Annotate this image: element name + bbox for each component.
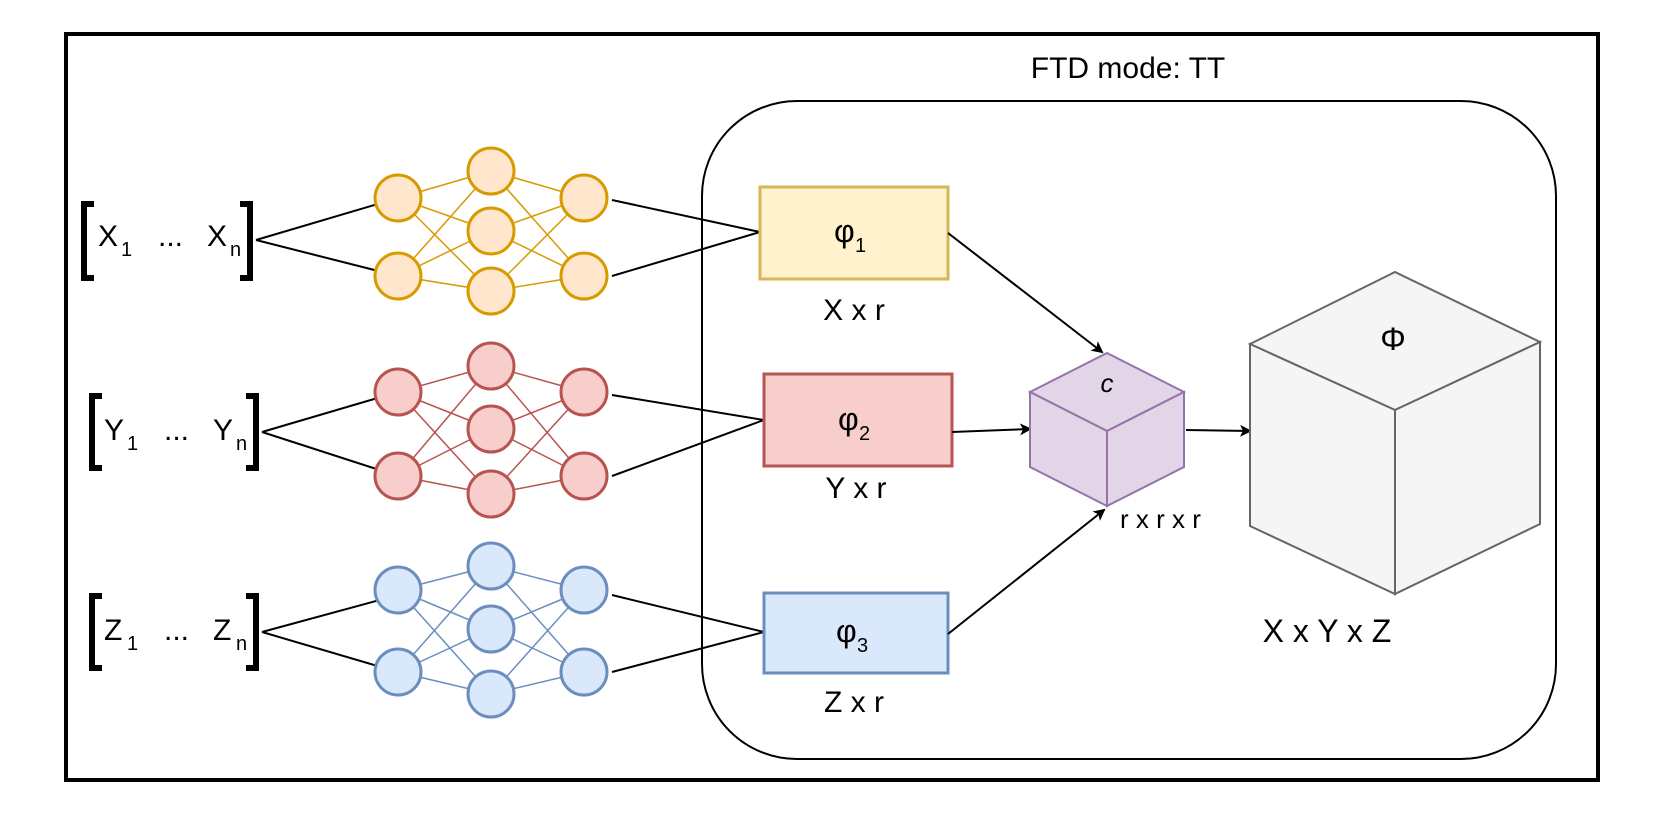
outer-frame [64, 32, 1600, 782]
network-node [466, 541, 516, 591]
factor-2-sub: 2 [859, 423, 870, 445]
input-z-ellipsis: ... [164, 614, 189, 647]
factor-2-dims: Y x r [825, 472, 886, 505]
factor-2-symbol: φ [838, 401, 859, 437]
output-tensor-label: Φ [1380, 321, 1406, 357]
arrow-factor1-core [947, 232, 1104, 354]
arrows [947, 232, 1252, 635]
arrow-core-output [1185, 424, 1252, 437]
network-node [466, 469, 516, 519]
input-y-ellipsis: ... [164, 414, 189, 447]
network-node [466, 669, 516, 719]
input-z-first: Z [104, 614, 122, 647]
input-vector-x: X 1 ... X n [81, 201, 253, 281]
left-bracket [89, 393, 102, 471]
ftd-mode-box [701, 100, 1557, 760]
right-bracket [240, 201, 253, 281]
factor-3: φ 3 Z x r [762, 591, 950, 719]
factor-1-sub: 1 [855, 235, 866, 257]
network-node [466, 404, 516, 454]
factor-1: φ 1 X x r [758, 185, 950, 327]
input-y-first-sub: 1 [127, 433, 138, 455]
input-x-first: X [98, 220, 118, 253]
input-vector-y: Y 1 ... Y n [89, 393, 259, 471]
network-node [559, 251, 609, 301]
network-node [373, 251, 423, 301]
factor-1-dims: X x r [823, 294, 885, 327]
network-x [373, 146, 609, 316]
core-tensor-dims: r x r x r [1120, 504, 1201, 534]
input-z-last: Z [213, 614, 231, 647]
output-tensor-right-face [1394, 340, 1541, 596]
network-node [559, 173, 609, 223]
arrow-factor2-core [951, 423, 1032, 436]
network-node [373, 173, 423, 223]
factor-3-sub: 3 [857, 635, 868, 657]
network-node [466, 266, 516, 316]
ftd-mode-title: FTD mode: TT [1031, 52, 1225, 85]
factor-2-box [762, 372, 954, 468]
arrow-factor3-core [947, 508, 1106, 635]
right-bracket [246, 593, 259, 671]
network-y [373, 341, 609, 519]
network-node [373, 565, 423, 615]
input-x-ellipsis: ... [158, 220, 183, 253]
factor-2: φ 2 Y x r [762, 372, 954, 505]
factor-3-box [762, 591, 950, 675]
network-node [466, 206, 516, 256]
network-node [466, 146, 516, 196]
core-tensor-label: c [1101, 368, 1114, 398]
input-y-last-sub: n [236, 433, 247, 455]
network-node [559, 451, 609, 501]
network-node [559, 647, 609, 697]
factor-1-symbol: φ [834, 213, 855, 249]
input-y-first: Y [104, 414, 124, 447]
input-vector-z: Z 1 ... Z n [89, 593, 259, 671]
input-x-last: X [207, 220, 227, 253]
network-node [466, 341, 516, 391]
output-tensor-dims: X x Y x Z [1263, 613, 1392, 649]
left-bracket [89, 593, 102, 671]
factor-3-dims: Z x r [824, 686, 884, 719]
input-z-last-sub: n [236, 633, 247, 655]
network-node [373, 367, 423, 417]
network-node [559, 367, 609, 417]
input-y-last: Y [213, 414, 233, 447]
core-tensor: c r x r x r [1027, 351, 1201, 534]
core-tensor-right-face [1106, 390, 1185, 508]
network-node [466, 604, 516, 654]
input-x-first-sub: 1 [121, 239, 132, 261]
left-bracket [81, 201, 94, 281]
right-bracket [246, 393, 259, 471]
factor-1-box [758, 185, 950, 281]
output-tensor: Φ X x Y x Z [1247, 270, 1543, 649]
input-z-first-sub: 1 [127, 633, 138, 655]
network-node [559, 565, 609, 615]
network-node [373, 647, 423, 697]
network-output-links [611, 199, 765, 673]
network-node [373, 451, 423, 501]
input-x-last-sub: n [230, 239, 241, 261]
network-z [373, 541, 609, 719]
factor-3-symbol: φ [836, 613, 857, 649]
